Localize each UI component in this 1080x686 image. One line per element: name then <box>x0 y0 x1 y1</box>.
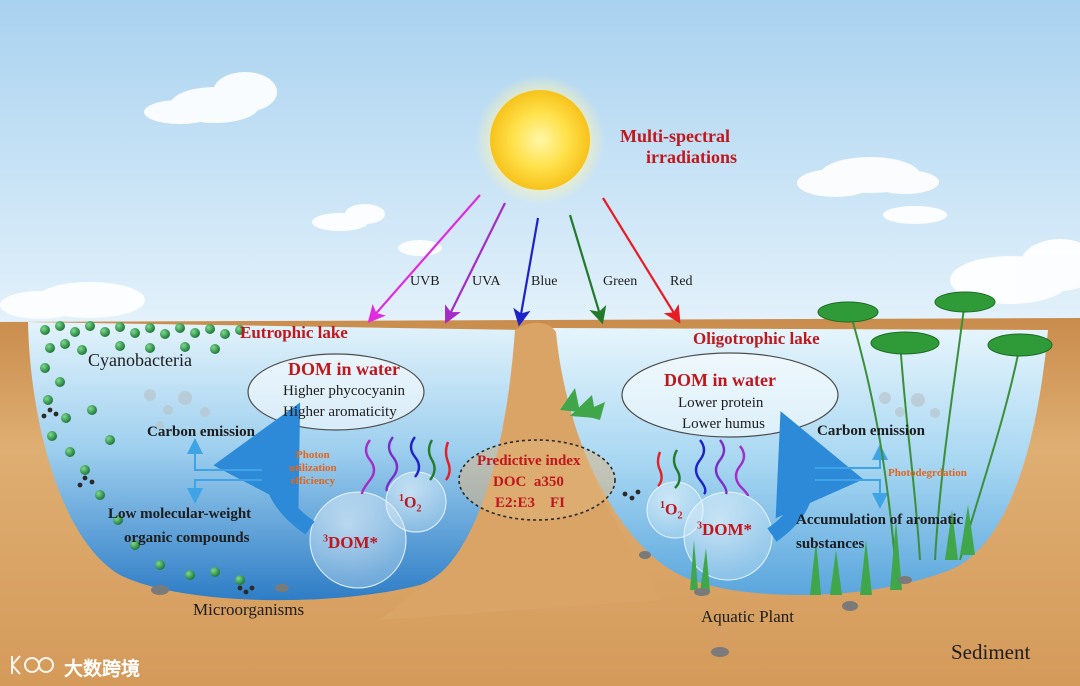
microorganisms-label: Microorganisms <box>193 600 305 619</box>
eutrophic-dom-line2: Higher aromaticity <box>283 404 397 420</box>
clouds <box>0 72 1080 319</box>
eutrophic-wave-lines <box>360 436 451 495</box>
uvb-ray <box>367 194 481 323</box>
band-label-uva: UVA <box>472 274 501 289</box>
cloud-horizon-left <box>0 282 145 319</box>
eutrophic-carbon-emission: Carbon emission <box>147 424 255 440</box>
cloud-horizon-right <box>950 239 1080 304</box>
band-label-blue: Blue <box>531 274 558 289</box>
watermark-logo-icon <box>11 655 54 675</box>
cyanobacteria-label: Cyanobacteria <box>88 350 192 370</box>
sun-icon <box>475 75 605 205</box>
eutrophic-flow-arrow <box>213 402 315 535</box>
red-ray <box>602 197 681 324</box>
cloud-left <box>144 72 277 124</box>
lily-pad-icon <box>817 301 879 323</box>
predictive-index-title: Predictive index <box>477 453 581 469</box>
oligotrophic-singlet-oxygen-label: 1O2 <box>660 500 683 522</box>
sediment-label: Sediment <box>951 640 1031 664</box>
pebbles <box>151 551 912 657</box>
cloud-far-right <box>883 206 947 224</box>
cloud-mid-left <box>312 204 385 231</box>
aquatic-plant-label: Aquatic Plant <box>701 607 795 626</box>
oligotrophic-wave-lines <box>656 439 750 497</box>
particle-clusters <box>41 407 641 595</box>
eutrophic-dom-title: DOM in water <box>288 359 400 379</box>
lily-pad-icon <box>934 291 996 313</box>
oligotrophic-dom-line1: Lower protein <box>678 395 764 411</box>
oligotrophic-branch-arrows <box>815 444 888 509</box>
cloud-right <box>797 157 939 197</box>
cloud-mid <box>398 240 442 256</box>
oligotrophic-triplet-dom-label: 3DOM* <box>697 520 753 539</box>
gas-bubbles <box>144 389 940 429</box>
eutrophic-triplet-dom-label: 3DOM* <box>323 533 379 552</box>
eutrophic-singlet-oxygen-bubble <box>385 471 447 533</box>
eutrophic-branch-arrows <box>187 438 262 504</box>
predictive-index-line2: DOC a350 <box>493 474 564 490</box>
oligotrophic-dom-line2: Lower humus <box>682 416 765 432</box>
eutrophic-singlet-oxygen-label: 1O2 <box>399 493 422 515</box>
lily-pad-icon <box>870 331 940 355</box>
photodegradation-label: Photodegrdation <box>888 467 967 479</box>
oligotrophic-dom-title: DOM in water <box>664 370 776 390</box>
uva-ray <box>445 202 506 324</box>
green-ray <box>568 214 607 325</box>
band-label-red: Red <box>670 274 693 289</box>
oligotrophic-flow-arrow <box>767 411 864 542</box>
watermark-text: 大数跨境 <box>64 658 141 680</box>
predictive-index-line3: E2:E3 FI <box>495 495 566 511</box>
lily-pad-icon <box>987 333 1053 357</box>
oligotrophic-lake-title: Oligotrophic lake <box>693 329 820 348</box>
blue-ray <box>513 217 540 327</box>
submerged-plants <box>560 388 975 595</box>
light-rays <box>367 194 681 327</box>
eutrophic-dom-line1: Higher phycocyanin <box>283 383 406 399</box>
oligotrophic-carbon-emission: Carbon emission <box>817 423 925 439</box>
oligotrophic-singlet-oxygen-bubble <box>646 481 704 539</box>
predictive-index-ellipse <box>458 439 616 521</box>
eutrophic-triplet-dom-bubble <box>309 491 407 589</box>
eutrophic-lake-title: Eutrophic lake <box>240 323 348 342</box>
band-label-uvb: UVB <box>410 274 440 289</box>
band-label-green: Green <box>603 274 638 289</box>
cyanobacteria-cluster <box>40 321 245 585</box>
